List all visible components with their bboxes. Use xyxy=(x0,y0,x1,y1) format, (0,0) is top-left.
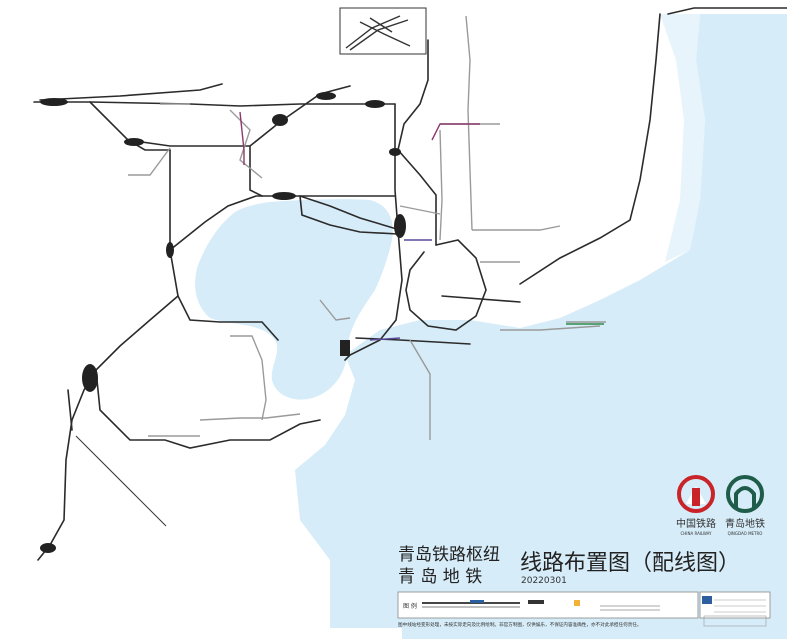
china-railway-logo: 中国铁路 CHINA RAILWAY xyxy=(676,475,716,536)
qingdao-metro-logo: 青岛地铁 QINGDAO METRO xyxy=(725,475,765,536)
thin-branch xyxy=(75,435,167,527)
china-railway-en: CHINA RAILWAY xyxy=(681,531,713,536)
disclaimer-note: 图中线站经变形处理，未按实际走向及比例绘制。非官方制图，仅供娱乐，不保证内容准确… xyxy=(398,621,641,628)
rail-stations xyxy=(40,92,406,553)
inset-lines xyxy=(345,15,411,51)
china-railway-cn: 中国铁路 xyxy=(676,517,716,530)
footer-stamp xyxy=(703,615,767,627)
legend-bar: 图 例 xyxy=(397,591,771,619)
inset-box xyxy=(339,7,427,55)
metro-lines xyxy=(128,15,606,440)
colored-accents xyxy=(239,111,604,341)
qingdao-metro-en: QINGDAO METRO xyxy=(728,531,763,536)
title-main: 线路布置图（配线图） xyxy=(520,551,740,576)
coast-strip xyxy=(660,14,705,262)
qingdao-metro-cn: 青岛地铁 xyxy=(725,517,765,530)
title-line1: 青岛铁路枢纽 xyxy=(398,545,500,565)
legend-label: 图 例 xyxy=(403,602,417,610)
title-date: 20220301 xyxy=(521,576,567,586)
title-line2: 青 岛 地 铁 xyxy=(398,567,482,587)
sea-area xyxy=(295,14,787,639)
